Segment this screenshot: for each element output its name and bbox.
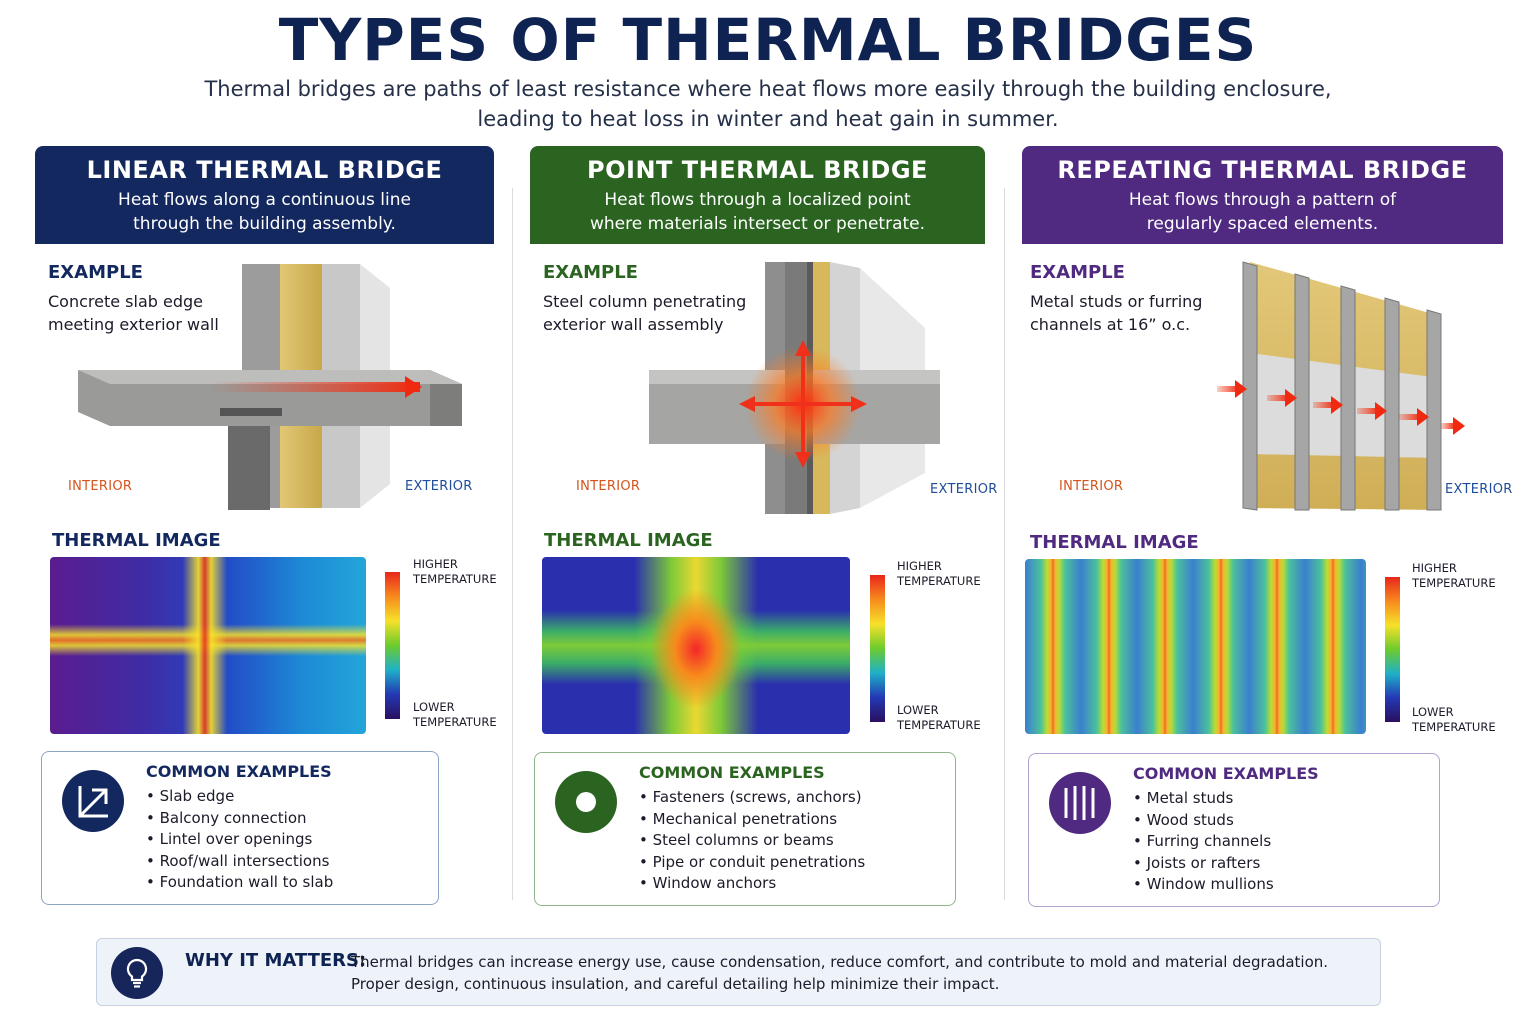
linear-description: Heat flows along a continuous line throu… bbox=[118, 190, 411, 234]
list-item: Furring channels bbox=[1133, 831, 1274, 853]
point-header: POINT THERMAL BRIDGE Heat flows through … bbox=[530, 146, 985, 244]
linear-bridge-icon bbox=[62, 770, 124, 832]
list-item: Metal studs bbox=[1133, 788, 1274, 810]
repeating-bridge-icon bbox=[1049, 772, 1111, 834]
list-item: Pipe or conduit penetrations bbox=[639, 852, 866, 874]
repeating-thermal-label: THERMAL IMAGE bbox=[1030, 532, 1199, 553]
list-item: Window mullions bbox=[1133, 874, 1274, 896]
repeating-common-examples: COMMON EXAMPLES Metal studs Wood studs F… bbox=[1028, 753, 1440, 907]
linear-common-heading: COMMON EXAMPLES bbox=[146, 762, 332, 781]
linear-header: LINEAR THERMAL BRIDGE Heat flows along a… bbox=[35, 146, 494, 244]
list-item: Mechanical penetrations bbox=[639, 809, 865, 831]
linear-example-text: Concrete slab edge meeting exterior wall bbox=[48, 292, 219, 334]
repeating-thermal-image bbox=[1025, 559, 1366, 734]
list-item: Joists or rafters bbox=[1133, 853, 1274, 875]
point-common-examples: COMMON EXAMPLES Fasteners (screws, ancho… bbox=[534, 752, 956, 906]
repeating-heading: REPEATING THERMAL BRIDGE bbox=[1057, 156, 1468, 184]
repeating-description: Heat flows through a pattern of regularl… bbox=[1128, 190, 1397, 234]
page-title: TYPES OF THERMAL BRIDGES bbox=[278, 6, 1258, 74]
repeating-exterior-label: EXTERIOR bbox=[1445, 482, 1513, 497]
linear-temperature-scale bbox=[385, 572, 400, 719]
point-exterior-label: EXTERIOR bbox=[930, 482, 998, 497]
list-item: Lintel over openings bbox=[146, 829, 333, 851]
repeating-illustration bbox=[1217, 261, 1465, 511]
page-subtitle: Thermal bridges are paths of least resis… bbox=[204, 77, 1332, 131]
point-scale-lower: LOWER TEMPERATURE bbox=[897, 703, 981, 732]
repeating-temperature-scale bbox=[1385, 577, 1400, 722]
list-item: Foundation wall to slab bbox=[146, 872, 334, 894]
point-illustration bbox=[649, 262, 940, 514]
linear-thermal-label: THERMAL IMAGE bbox=[52, 530, 221, 551]
point-scale-higher: HIGHER TEMPERATURE bbox=[897, 559, 981, 588]
lightbulb-icon bbox=[111, 947, 163, 999]
column-divider bbox=[512, 188, 513, 900]
point-bridge-icon bbox=[555, 771, 617, 833]
linear-thermal-image bbox=[50, 557, 366, 734]
point-common-heading: COMMON EXAMPLES bbox=[639, 763, 825, 782]
why-text: Thermal bridges can increase energy use,… bbox=[351, 953, 1329, 993]
linear-interior-label: INTERIOR bbox=[68, 479, 133, 494]
linear-scale-lower: LOWER TEMPERATURE bbox=[413, 700, 497, 729]
repeating-interior-label: INTERIOR bbox=[1059, 479, 1124, 494]
point-interior-label: INTERIOR bbox=[576, 479, 641, 494]
why-it-matters-banner: WHY IT MATTERS: Thermal bridges can incr… bbox=[96, 938, 1381, 1006]
linear-common-list: Slab edge Balcony connection Lintel over… bbox=[146, 786, 334, 894]
repeating-header: REPEATING THERMAL BRIDGE Heat flows thro… bbox=[1022, 146, 1503, 244]
repeating-scale-higher: HIGHER TEMPERATURE bbox=[1412, 561, 1496, 590]
list-item: Slab edge bbox=[146, 786, 333, 808]
column-divider bbox=[1004, 188, 1005, 900]
linear-example-label: EXAMPLE bbox=[48, 262, 143, 283]
list-item: Wood studs bbox=[1133, 810, 1274, 832]
repeating-common-heading: COMMON EXAMPLES bbox=[1133, 764, 1319, 783]
list-item: Balcony connection bbox=[146, 808, 333, 830]
repeating-common-list: Metal studs Wood studs Furring channels … bbox=[1133, 788, 1274, 896]
point-thermal-label: THERMAL IMAGE bbox=[544, 530, 713, 551]
point-common-list: Fasteners (screws, anchors) Mechanical p… bbox=[639, 787, 866, 895]
linear-common-examples: COMMON EXAMPLES Slab edge Balcony connec… bbox=[41, 751, 439, 905]
point-description: Heat flows through a localized point whe… bbox=[589, 190, 926, 234]
point-heading: POINT THERMAL BRIDGE bbox=[587, 156, 928, 184]
point-example-text: Steel column penetrating exterior wall a… bbox=[543, 292, 747, 334]
list-item: Window anchors bbox=[639, 873, 865, 895]
linear-illustration bbox=[78, 264, 462, 510]
list-item: Fasteners (screws, anchors) bbox=[639, 787, 865, 809]
repeating-example-text: Metal studs or furring channels at 16” o… bbox=[1030, 292, 1203, 334]
list-item: Roof/wall intersections bbox=[146, 851, 333, 873]
point-temperature-scale bbox=[870, 575, 885, 722]
linear-heading: LINEAR THERMAL BRIDGE bbox=[86, 156, 443, 184]
why-label: WHY IT MATTERS: bbox=[185, 950, 367, 971]
repeating-scale-lower: LOWER TEMPERATURE bbox=[1412, 705, 1496, 734]
point-example-label: EXAMPLE bbox=[543, 262, 638, 283]
repeating-example-label: EXAMPLE bbox=[1030, 262, 1125, 283]
point-thermal-image bbox=[542, 557, 850, 734]
linear-scale-higher: HIGHER TEMPERATURE bbox=[413, 557, 497, 586]
list-item: Steel columns or beams bbox=[639, 830, 865, 852]
linear-exterior-label: EXTERIOR bbox=[405, 479, 473, 494]
